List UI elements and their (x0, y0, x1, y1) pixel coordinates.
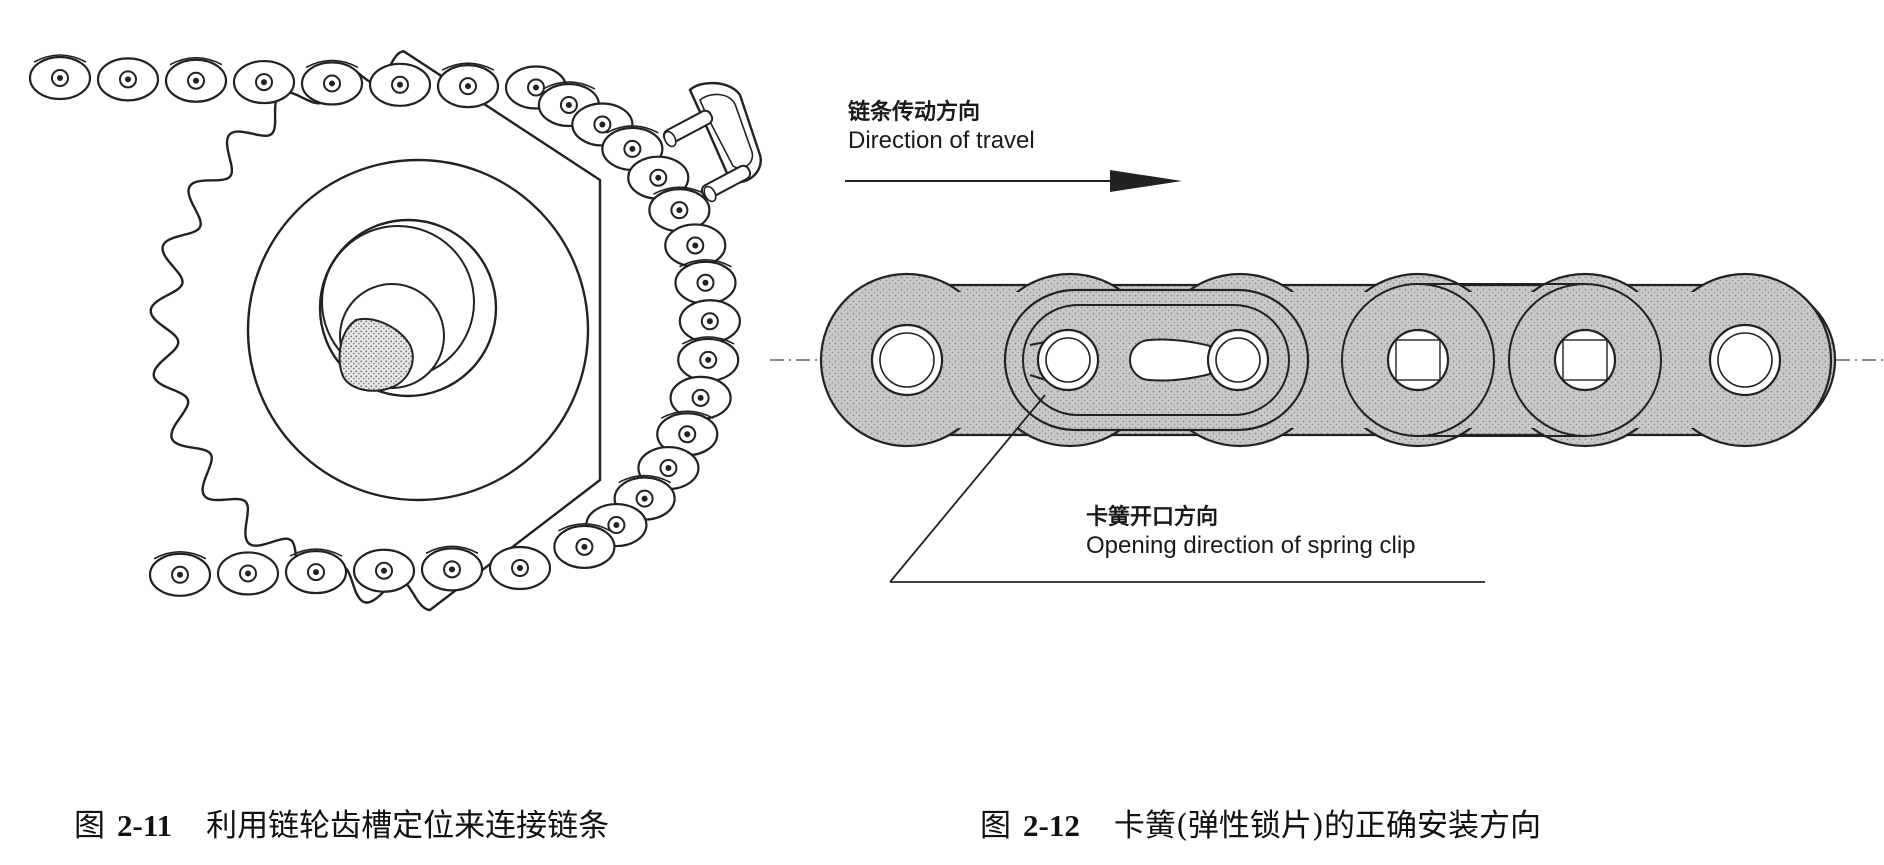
caption-text: 利用链轮齿槽定位来连接链条 (206, 808, 610, 844)
chain-link (368, 62, 432, 107)
sprocket-hub-ring (246, 158, 590, 502)
travel-label-en: Direction of travel (848, 127, 1035, 154)
chain-link (648, 186, 711, 233)
sprocket-chain-illustration (28, 49, 762, 612)
travel-label-zh: 链条传动方向 (848, 99, 981, 124)
travel-direction-label: 链条传动方向 Direction of travel (848, 98, 1035, 156)
travel-direction-arrow (845, 170, 1182, 192)
chain-plates (819, 272, 1837, 448)
clip-leader-line (889, 394, 1485, 583)
chain-link (300, 59, 364, 106)
caption-prefix: 图 (74, 808, 105, 844)
spring-clip-illustration (770, 170, 1884, 583)
spring-clip (1003, 288, 1310, 432)
clip-label-en: Opening direction of spring clip (1086, 532, 1416, 559)
chain-link (553, 523, 616, 569)
chain-link (28, 54, 92, 101)
chain-pins (870, 323, 1782, 397)
chain-link (669, 375, 732, 420)
caption-number: 2-11 (117, 808, 173, 843)
caption-number: 2-12 (1023, 808, 1080, 843)
roller-chain (28, 54, 741, 597)
chain-link (352, 548, 416, 593)
chain-link (164, 56, 228, 103)
chain-link (148, 551, 212, 597)
caption-text: 卡簧(弹性锁片)的正确安装方向 (1113, 808, 1542, 844)
chain-link (488, 545, 552, 591)
inner-plate-outlines (1341, 283, 1662, 437)
chain-link (674, 258, 737, 305)
chain-link (216, 551, 280, 596)
figure-2-11-caption: 图 2-11 利用链轮齿槽定位来连接链条 (74, 800, 609, 845)
sprocket-boss-outer (318, 218, 498, 398)
chain-link (232, 59, 296, 105)
figure-2-12-caption: 图 2-12 卡簧(弹性锁片)的正确安装方向 (980, 800, 1541, 845)
shaft-end (338, 317, 414, 392)
master-link (662, 81, 762, 203)
chain-link (420, 545, 484, 592)
chain-link (284, 548, 348, 595)
clip-label-zh: 卡簧开口方向 (1086, 504, 1219, 529)
chain-link (656, 410, 719, 457)
caption-prefix: 图 (980, 808, 1011, 844)
chain-link (677, 336, 740, 383)
clip-opening-label: 卡簧开口方向 Opening direction of spring clip (1086, 503, 1416, 561)
chain-link (436, 62, 500, 109)
chain-link (678, 299, 741, 344)
chain-link (96, 57, 160, 102)
